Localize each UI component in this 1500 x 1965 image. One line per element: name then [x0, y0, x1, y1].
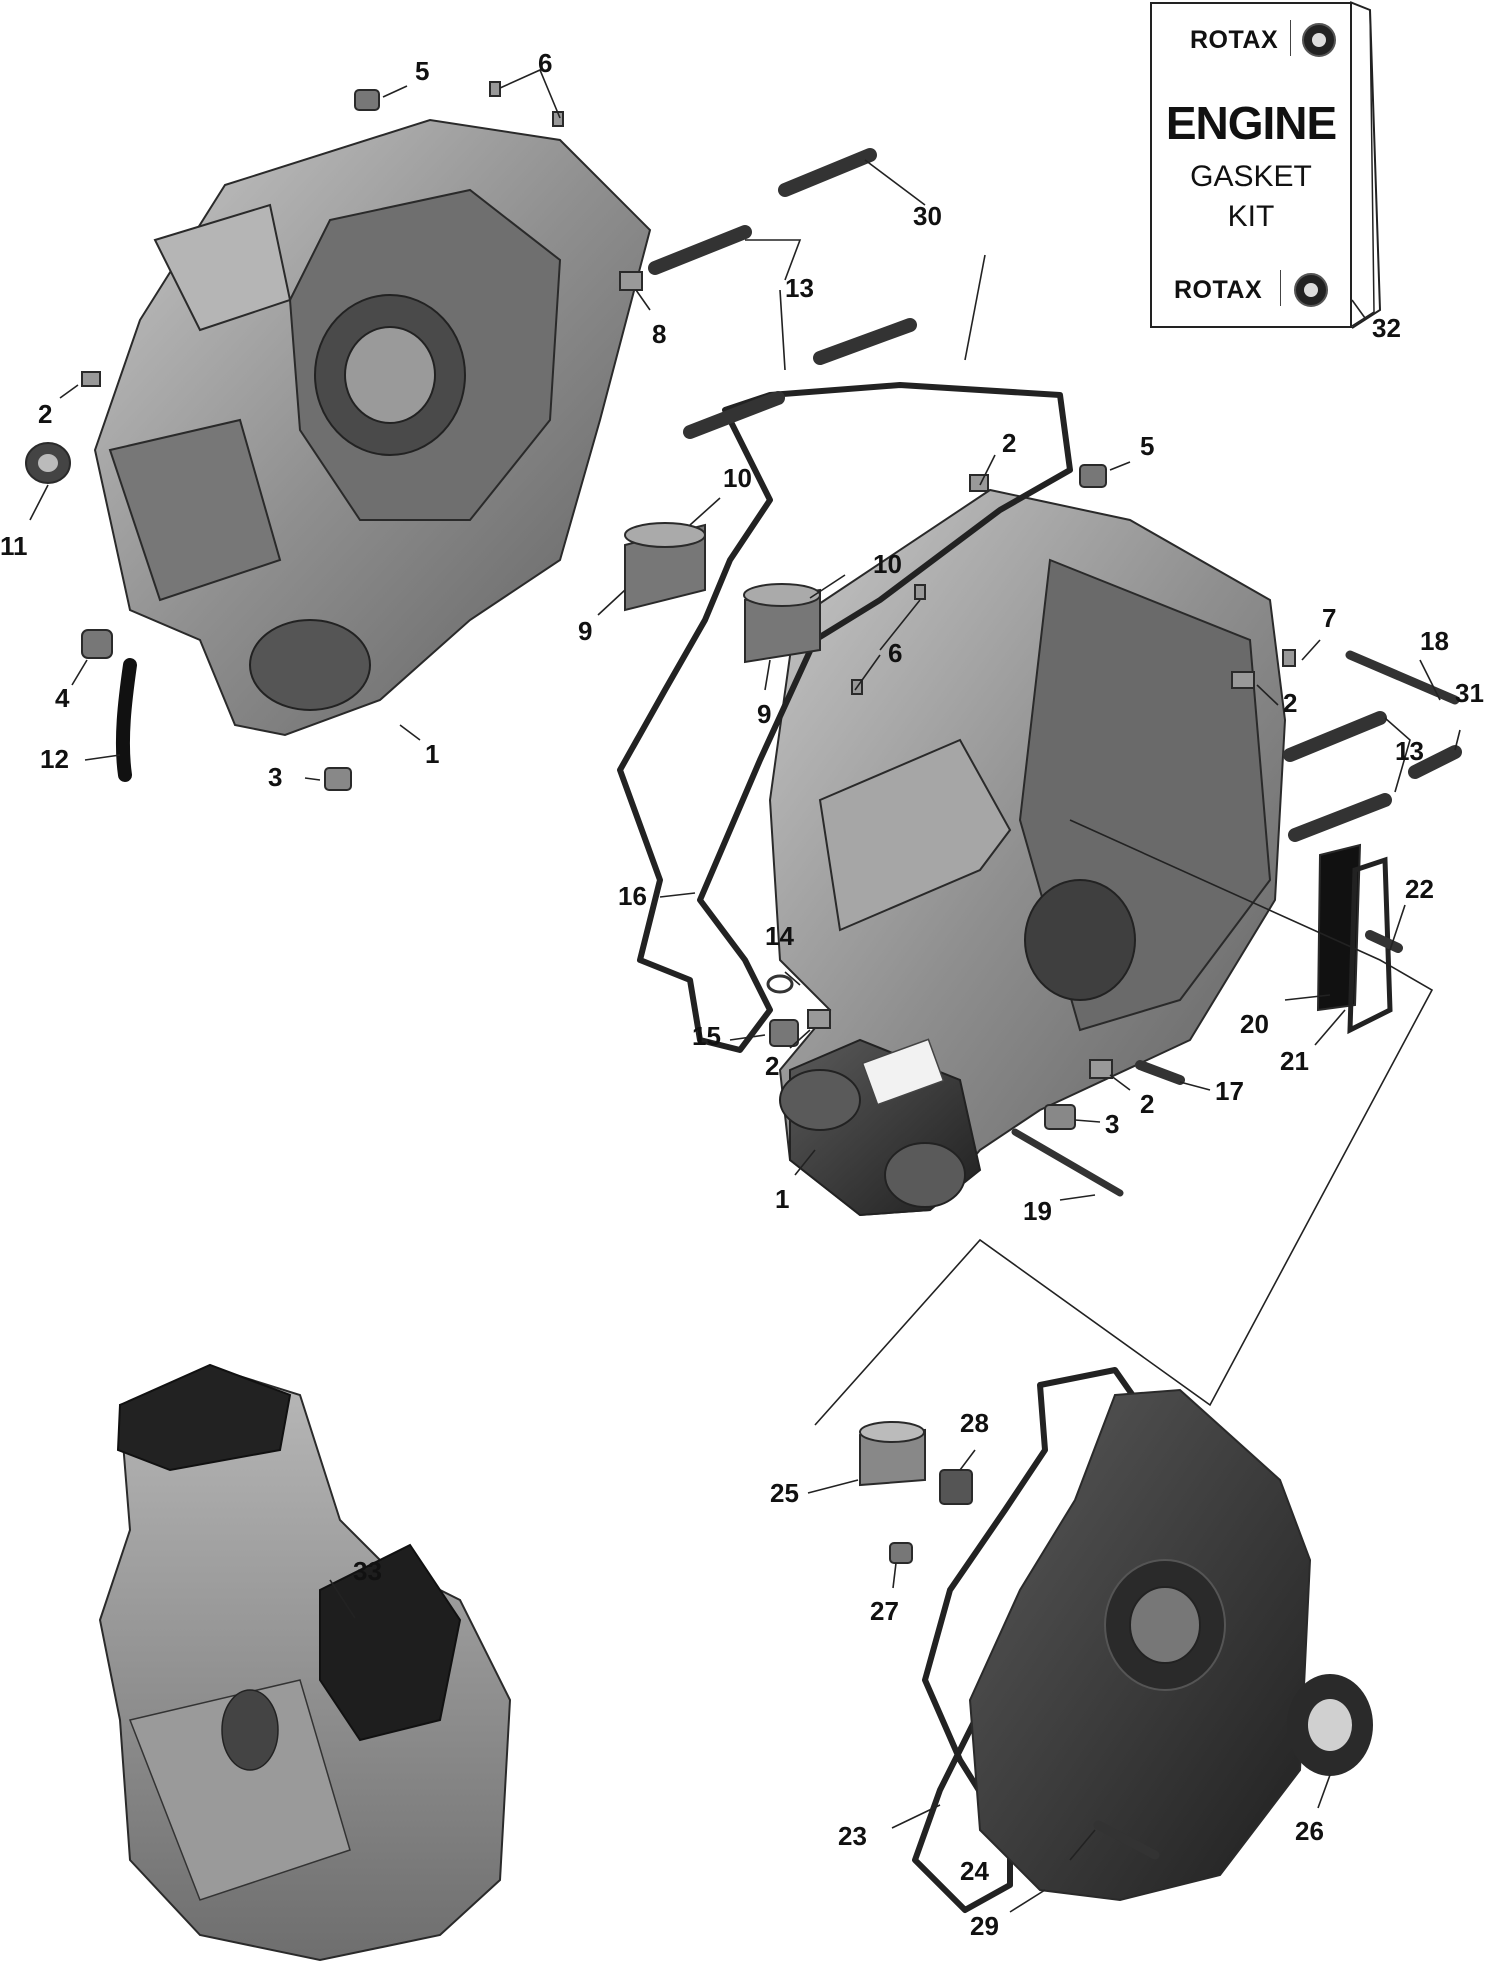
kit-title-gasket: GASKET — [1190, 160, 1312, 193]
callout-10: 10 — [723, 463, 752, 493]
kit-box-fold — [1350, 1, 1382, 329]
callout-23: 23 — [838, 1821, 867, 1851]
callout-2: 2 — [1002, 428, 1016, 458]
callout-15: 15 — [692, 1021, 721, 1051]
complete-engine — [98, 1363, 512, 1962]
callout-9: 9 — [578, 616, 592, 646]
studs-bolts — [648, 148, 1462, 1860]
rotax-brand-top: ROTAX — [1190, 26, 1279, 54]
callout-10: 10 — [873, 549, 902, 579]
callout-33: 33 — [353, 1556, 382, 1586]
callout-1: 1 — [425, 739, 439, 769]
callout-24: 24 — [960, 1856, 989, 1886]
callout-3: 3 — [1105, 1109, 1119, 1139]
callout-28: 28 — [960, 1408, 989, 1438]
callout-2: 2 — [1283, 688, 1297, 718]
callout-30: 30 — [913, 201, 942, 231]
callout-3: 3 — [268, 762, 282, 792]
callout-13: 13 — [1395, 736, 1424, 766]
callout-4: 4 — [55, 683, 70, 713]
brp-logo-icon — [1302, 23, 1336, 57]
crankcase-half-right — [768, 488, 1287, 1217]
kit-title-engine: ENGINE — [1165, 97, 1337, 149]
callout-17: 17 — [1215, 1076, 1244, 1106]
callout-labels: 5 6 30 13 8 32 2 11 4 12 3 1 2 5 10 9 10… — [0, 48, 1484, 1941]
crankcase-cover — [968, 1388, 1312, 1902]
callout-26: 26 — [1295, 1816, 1324, 1846]
callout-9: 9 — [757, 699, 771, 729]
callout-6: 6 — [888, 638, 902, 668]
crankcase-half-left — [93, 118, 652, 737]
callout-7: 7 — [1322, 603, 1336, 633]
callout-5: 5 — [1140, 431, 1154, 461]
small-parts — [25, 81, 1393, 1776]
callout-2: 2 — [765, 1051, 779, 1081]
callout-13: 13 — [785, 273, 814, 303]
callout-27: 27 — [870, 1596, 899, 1626]
callout-12: 12 — [40, 744, 69, 774]
callout-6: 6 — [538, 48, 552, 78]
callout-2: 2 — [38, 399, 52, 429]
callout-20: 20 — [1240, 1009, 1269, 1039]
crankcase-gasket — [617, 382, 1073, 1053]
brp-logo-icon — [1294, 273, 1328, 307]
callout-32: 32 — [1372, 313, 1401, 343]
callout-11: 11 — [0, 531, 28, 561]
kit-title-kit: KIT — [1227, 200, 1275, 233]
engine-gasket-kit-card: ROTAX ENGINE GASKET KIT ROTAX — [1150, 2, 1352, 328]
brand-separator — [1280, 270, 1281, 306]
callout-14: 14 — [765, 921, 794, 951]
callout-29: 29 — [970, 1911, 999, 1941]
assembly-lines — [814, 819, 1434, 1426]
callout-25: 25 — [770, 1478, 799, 1508]
callout-16: 16 — [618, 881, 647, 911]
brand-separator — [1290, 20, 1291, 56]
callout-31: 31 — [1455, 678, 1484, 708]
rotax-brand-bottom: ROTAX — [1174, 276, 1263, 304]
callout-19: 19 — [1023, 1196, 1052, 1226]
callout-22: 22 — [1405, 874, 1434, 904]
callout-5: 5 — [415, 56, 429, 86]
callout-1: 1 — [775, 1184, 789, 1214]
callout-21: 21 — [1280, 1046, 1309, 1076]
callout-8: 8 — [652, 319, 666, 349]
callout-18: 18 — [1420, 626, 1449, 656]
leader-lines — [29, 68, 1461, 1913]
callout-2: 2 — [1140, 1089, 1154, 1119]
